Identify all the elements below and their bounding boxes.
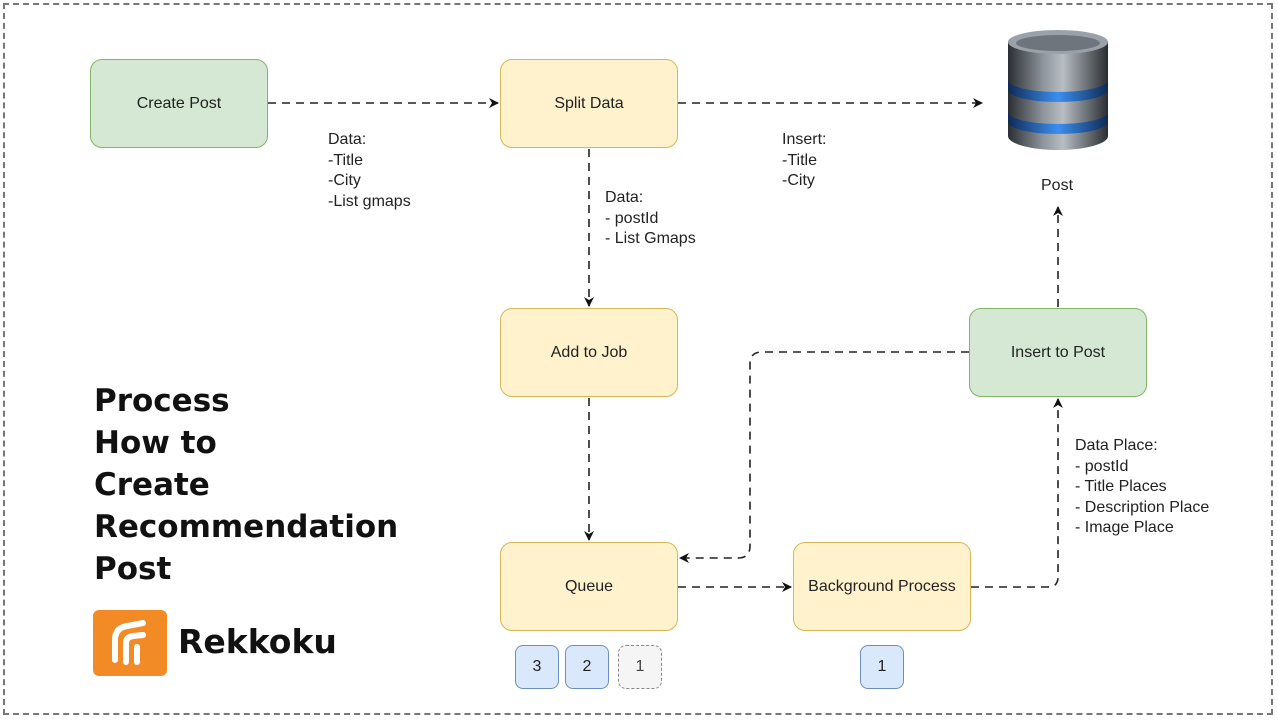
rekkoku-logo-icon — [93, 610, 167, 676]
create-post-label: Create Post — [136, 94, 222, 112]
create-to-split-label: Data: -Title -City -List gmaps — [328, 131, 411, 210]
split-data-node[interactable]: Split Data — [500, 59, 678, 148]
process-item: 1 — [860, 645, 904, 689]
process-to-insert-label: Data Place: - postId - Title Places - De… — [1075, 437, 1210, 536]
queue-node[interactable]: Queue — [500, 542, 678, 631]
split-to-job-label: Data: - postId - List Gmaps — [605, 189, 696, 247]
edge-process-to-insert — [971, 398, 1063, 588]
brand-name: Rekkoku — [178, 622, 337, 661]
diagram-frame — [3, 3, 1273, 715]
diagram-title: Process How to Create Recommendation Pos… — [94, 383, 399, 587]
queue-item: 2 — [565, 645, 609, 689]
database-icon — [1008, 30, 1108, 150]
background-process-label: Background Process — [808, 577, 956, 595]
insert-to-post-label: Insert to Post — [1010, 343, 1106, 361]
database-label: Post — [1041, 177, 1074, 194]
queue-label: Queue — [564, 577, 614, 595]
add-to-job-node[interactable]: Add to Job — [500, 308, 678, 397]
queue-item: 3 — [515, 645, 559, 689]
queue-item-pending: 1 — [618, 645, 662, 689]
insert-to-post-node[interactable]: Insert to Post — [969, 308, 1147, 397]
split-to-db-label: Insert: -Title -City — [782, 131, 827, 189]
background-process-node[interactable]: Background Process — [793, 542, 971, 631]
add-to-job-label: Add to Job — [550, 343, 628, 361]
edge-insert-to-queue — [679, 351, 969, 563]
create-post-node[interactable]: Create Post — [90, 59, 268, 148]
split-data-label: Split Data — [554, 94, 624, 112]
